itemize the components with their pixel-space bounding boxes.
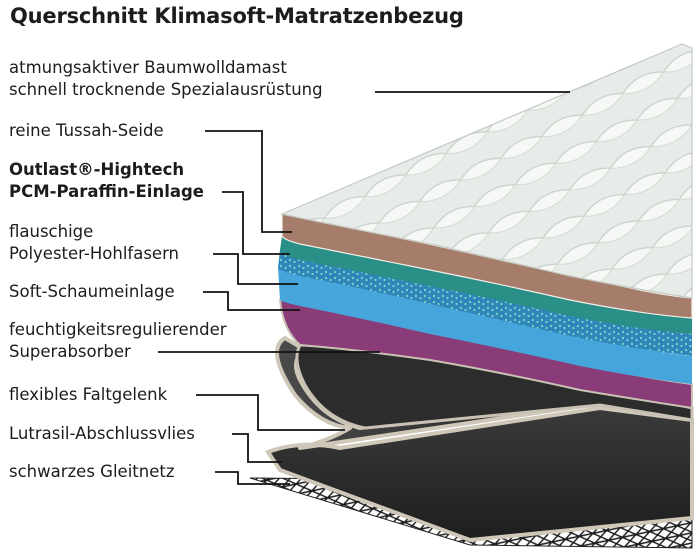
layer-hinge [275, 336, 592, 450]
layer-fleece [264, 405, 694, 543]
leader-pcm [222, 191, 290, 255]
diagram-title: Querschnitt Klimasoft-Matratzenbezug [10, 4, 464, 28]
leader-hinge [196, 394, 345, 431]
label-net: schwarzes Gleitnetz [9, 462, 175, 481]
leader-hollowfiber [213, 253, 298, 285]
layer-foam [278, 268, 692, 384]
layer-hollowfiber [278, 250, 692, 356]
leader-silk [205, 130, 292, 233]
label-foam: Soft-Schaumeinlage [9, 282, 175, 301]
layer-damask [280, 43, 693, 299]
label-hinge: flexibles Faltgelenk [9, 385, 168, 404]
leader-foam [203, 291, 300, 311]
leader-fleece [232, 433, 282, 463]
label-pcm: Outlast®-Hightech PCM-Paraffin-Einlage [9, 160, 204, 201]
leader-lines [158, 91, 570, 485]
label-superabsorber: feuchtigkeitsregulierender Superabsorber [9, 320, 227, 361]
label-fleece: Lutrasil-Abschlussvlies [9, 424, 195, 443]
layer-absorber-block [295, 343, 694, 430]
leader-net [215, 471, 290, 485]
label-hollowfiber: flauschige Polyester-Hohlfasern [9, 222, 180, 263]
label-silk: reine Tussah-Seide [9, 121, 164, 140]
label-damask: atmungsaktiver Baumwolldamast schnell tr… [9, 58, 323, 99]
